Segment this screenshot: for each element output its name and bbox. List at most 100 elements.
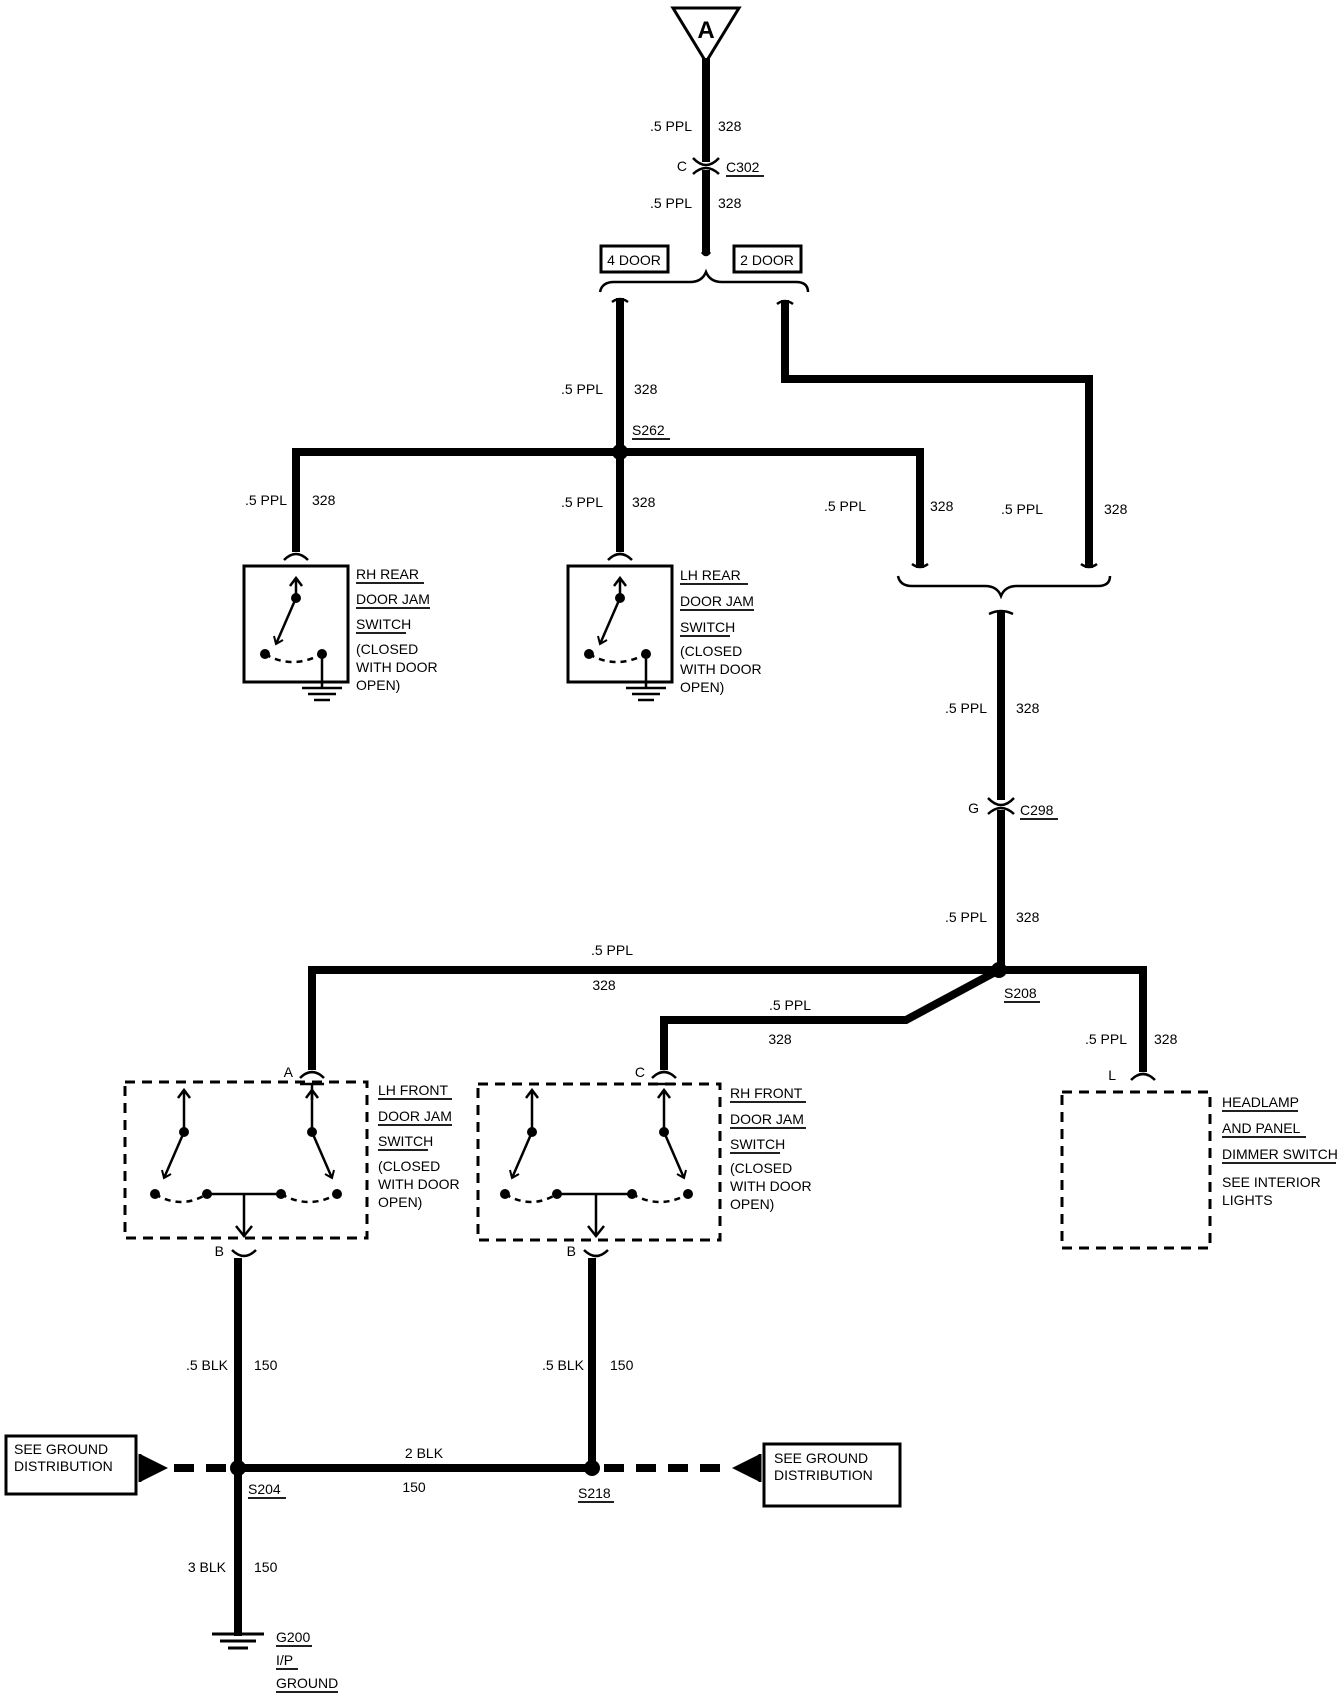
circuit-number-label: 328 <box>768 1031 792 1047</box>
component-note: (CLOSED <box>378 1158 440 1174</box>
component-note: WITH DOOR <box>356 659 438 675</box>
wire-color-label: 3 BLK <box>188 1559 227 1575</box>
component-label: SWITCH <box>378 1133 433 1149</box>
circuit-number-label: 328 <box>1016 700 1040 716</box>
component-note: OPEN) <box>378 1194 422 1210</box>
pin-b-label: B <box>215 1243 224 1259</box>
wire-color-label: 2 BLK <box>405 1445 444 1461</box>
component-label: AND PANEL <box>1222 1120 1301 1136</box>
terminal-b <box>583 1249 609 1258</box>
merge-brace <box>896 575 1112 600</box>
circuit-number-label: 150 <box>610 1357 634 1373</box>
s208-label: S208 <box>1004 985 1037 1001</box>
circuit-number-label: 328 <box>1154 1031 1178 1047</box>
c298-female-terminal <box>987 797 1015 807</box>
c302-pin-label: C <box>677 158 687 174</box>
component-label: LH REAR <box>680 567 741 583</box>
component-label: DOOR JAM <box>356 591 430 607</box>
wire-rh-front <box>660 964 1005 1070</box>
wire-color-label: .5 PPL <box>245 492 287 508</box>
component-label: DOOR JAM <box>378 1108 452 1124</box>
component-label: SWITCH <box>356 616 411 632</box>
circuit-number-label: 328 <box>312 492 336 508</box>
see-ground-distribution-box-right <box>762 1442 902 1508</box>
circuit-number-label: 328 <box>1104 501 1128 517</box>
wire-s262-bus <box>292 448 924 568</box>
wire-color-label: .5 PPL <box>1001 501 1043 517</box>
pin-a-label: A <box>284 1064 294 1080</box>
arrow-left <box>140 1454 168 1482</box>
component-note: LIGHTS <box>1222 1192 1273 1208</box>
component-label: RH REAR <box>356 566 419 582</box>
option-split-terminal <box>700 251 712 257</box>
terminal <box>1080 562 1098 569</box>
wire-color-label: .5 PPL <box>824 498 866 514</box>
svg-text:A: A <box>697 17 714 44</box>
component-note: WITH DOOR <box>378 1176 460 1192</box>
s218-label: S218 <box>578 1485 611 1501</box>
c298-male-terminal <box>987 806 1015 815</box>
pin-l-label: L <box>1108 1067 1116 1083</box>
lh-front-switch-contacts <box>150 1087 342 1239</box>
terminal-l <box>1130 1072 1156 1081</box>
circuit-number-label: 328 <box>634 381 658 397</box>
component-note: (CLOSED <box>356 641 418 657</box>
component-label: DIMMER SWITCH <box>1222 1146 1338 1162</box>
terminal <box>911 562 929 569</box>
ground-label: GROUND <box>276 1675 338 1691</box>
circuit-number-label: 150 <box>254 1357 278 1373</box>
four-door-label: 4 DOOR <box>607 252 661 268</box>
wire-color-label: .5 PPL <box>945 909 987 925</box>
wire-color-label: .5 PPL <box>561 381 603 397</box>
component-note: (CLOSED <box>730 1160 792 1176</box>
wire-color-label: .5 PPL <box>591 942 633 958</box>
component-label: DOOR JAM <box>680 593 754 609</box>
ground-symbol <box>212 1632 264 1650</box>
component-note: (CLOSED <box>680 643 742 659</box>
lh-front-door-jam-switch <box>123 1080 369 1240</box>
terminal-a <box>299 1070 325 1079</box>
component-label: RH FRONT <box>730 1085 803 1101</box>
c302-label: C302 <box>726 159 760 175</box>
terminal-b <box>231 1249 257 1258</box>
component-note: OPEN) <box>730 1196 774 1212</box>
c298-label: C298 <box>1020 802 1054 818</box>
wire-color-label: .5 PPL <box>650 195 692 211</box>
two-door-label: 2 DOOR <box>740 252 794 268</box>
ground-label: I/P <box>276 1652 293 1668</box>
ground-dist-text: SEE GROUND <box>774 1450 868 1466</box>
component-label: SWITCH <box>680 619 735 635</box>
c302-female-terminal <box>692 157 720 167</box>
component-note: OPEN) <box>680 679 724 695</box>
wire-headlamp <box>995 966 1147 1072</box>
circuit-number-label: 328 <box>592 977 616 993</box>
circuit-number-label: 328 <box>718 118 742 134</box>
rh-front-switch-contacts <box>500 1087 693 1239</box>
c302-male-terminal <box>692 166 720 175</box>
wire-color-label: .5 PPL <box>945 700 987 716</box>
component-note: SEE INTERIOR <box>1222 1174 1321 1190</box>
wire-color-label: .5 BLK <box>186 1357 229 1373</box>
component-label: HEADLAMP <box>1222 1094 1299 1110</box>
ground-dist-text: SEE GROUND <box>14 1441 108 1457</box>
wire-color-label: .5 PPL <box>769 997 811 1013</box>
circuit-number-label: 328 <box>632 494 656 510</box>
circuit-number-label: 328 <box>930 498 954 514</box>
arrow-right <box>732 1454 760 1482</box>
circuit-number-label: 150 <box>402 1479 426 1495</box>
s262-label: S262 <box>632 422 665 438</box>
component-label: LH FRONT <box>378 1082 448 1098</box>
wire-2door <box>781 300 1093 568</box>
ground-dist-text: DISTRIBUTION <box>14 1458 113 1474</box>
circuit-number-label: 328 <box>718 195 742 211</box>
wire-color-label: .5 PPL <box>650 118 692 134</box>
s204-label: S204 <box>248 1481 281 1497</box>
option-brace <box>598 268 810 293</box>
lh-rear-door-jam-switch <box>566 564 674 684</box>
terminal <box>283 552 309 561</box>
see-ground-distribution-box-left <box>4 1434 138 1496</box>
component-note: OPEN) <box>356 677 400 693</box>
headlamp-dimmer-switch <box>1060 1090 1212 1250</box>
